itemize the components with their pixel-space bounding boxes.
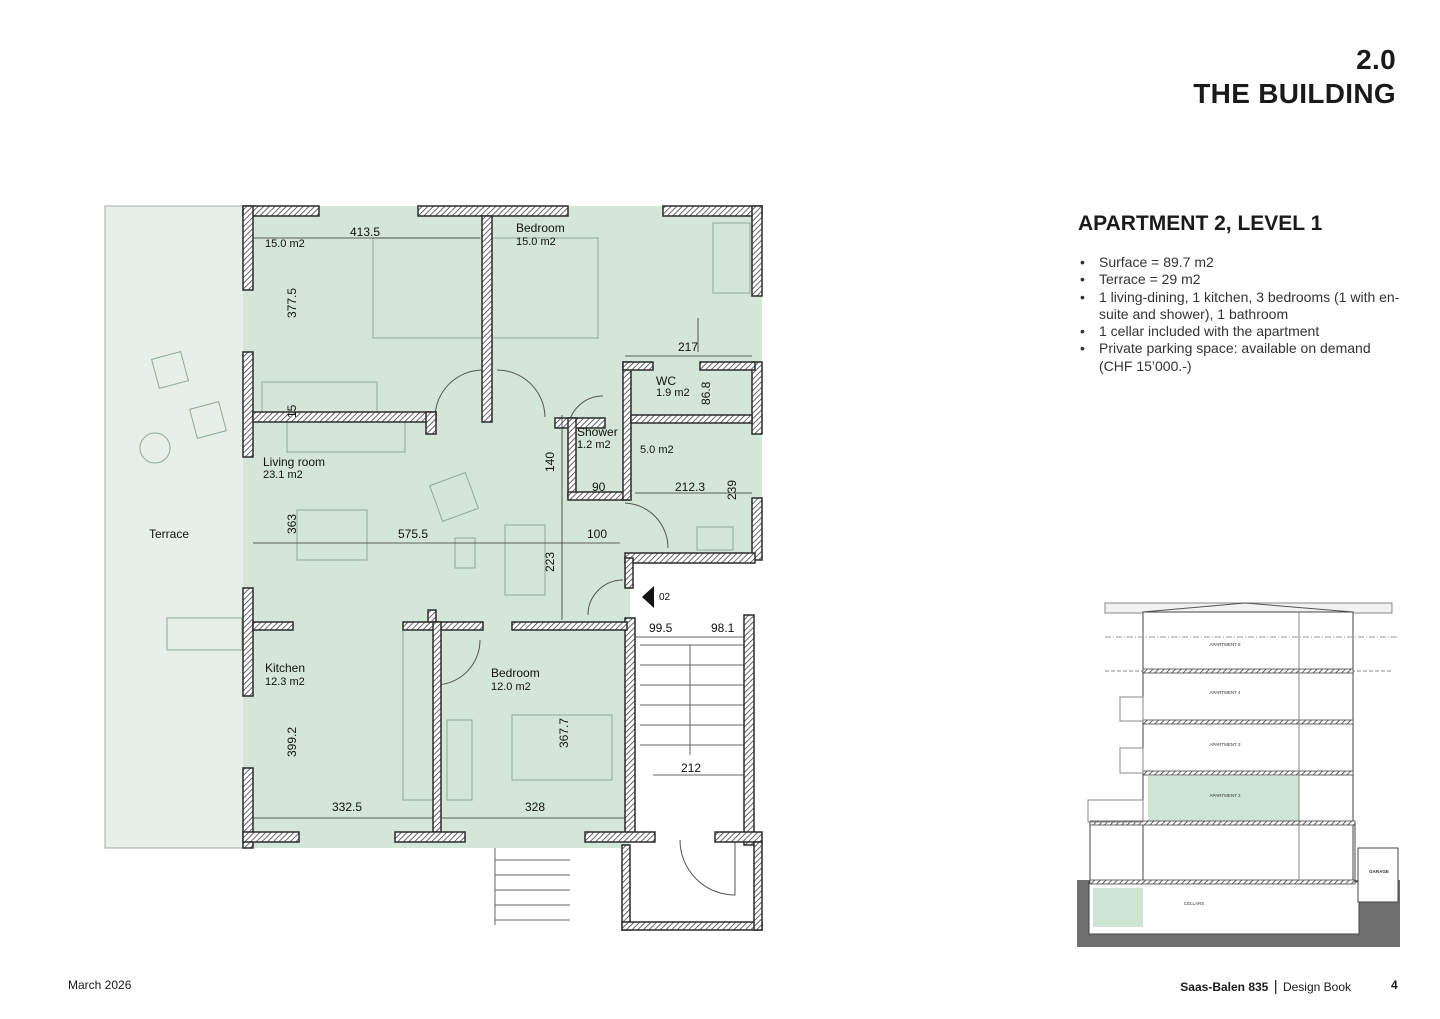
room-name: Terrace xyxy=(149,527,189,541)
dim-377-5: 377.5 xyxy=(285,288,299,318)
section-title: THE BUILDING xyxy=(1193,78,1396,109)
room-name: Shower xyxy=(577,425,618,439)
footer-book: Design Book xyxy=(1282,980,1351,994)
fact-item: 1 cellar included with the apartment xyxy=(1080,323,1400,341)
apartment-area xyxy=(243,206,762,848)
walls xyxy=(242,205,763,931)
dim-86-8: 86.8 xyxy=(699,381,713,405)
dimension-lines xyxy=(253,237,752,819)
dim-217: 217 xyxy=(678,340,698,354)
footer-project-name: Saas-Balen 835 xyxy=(1180,980,1269,994)
dim-575-5: 575.5 xyxy=(398,527,428,541)
room-area: 12.3 m2 xyxy=(265,676,305,688)
room-area: 12.0 m2 xyxy=(491,681,531,693)
footer-date: March 2026 xyxy=(68,978,132,992)
section-marker-arrow xyxy=(642,586,654,608)
dim-239: 239 xyxy=(725,480,739,500)
room-name: Living room xyxy=(263,455,325,469)
room-area: 15.0 m2 xyxy=(516,236,556,248)
room-area: 23.1 m2 xyxy=(263,469,303,481)
fact-item: Private parking space: available on dema… xyxy=(1080,340,1400,375)
fact-item: 1 living-dining, 1 kitchen, 3 bedrooms (… xyxy=(1080,289,1400,324)
page-number: 4 xyxy=(1391,978,1398,992)
footer-project: Saas-Balen 835 | Design Book xyxy=(1180,978,1351,995)
dim-223: 223 xyxy=(543,552,557,572)
dim-15: 15 xyxy=(285,404,299,418)
room-area: 15.0 m2 xyxy=(265,238,305,250)
apartment-facts: Surface = 89.7 m2 Terrace = 29 m2 1 livi… xyxy=(1080,254,1400,375)
dim-99-5: 99.5 xyxy=(649,621,673,635)
dim-413-5: 413.5 xyxy=(350,225,380,239)
room-name: WC xyxy=(656,374,676,388)
section-number: 2.0 xyxy=(1356,44,1396,75)
dim-328: 328 xyxy=(525,800,545,814)
staircase xyxy=(494,644,750,925)
room-name: Bedroom xyxy=(491,666,540,680)
door-swings xyxy=(434,318,736,896)
dim-332-5: 332.5 xyxy=(332,800,362,814)
dim-90: 90 xyxy=(592,480,606,494)
dim-212-3: 212.3 xyxy=(675,480,705,494)
dim-212: 212 xyxy=(681,761,701,775)
room-name: Bedroom xyxy=(516,221,565,235)
room-area: 1.9 m2 xyxy=(656,387,690,399)
apartment-title: APARTMENT 2, LEVEL 1 xyxy=(1078,212,1323,235)
dim-399-2: 399.2 xyxy=(285,727,299,757)
section-marker-label: 02 xyxy=(659,592,671,603)
room-area: 5.0 m2 xyxy=(640,444,674,456)
dim-100: 100 xyxy=(587,527,607,541)
room-name: Kitchen xyxy=(265,661,305,675)
dim-140: 140 xyxy=(543,452,557,472)
dim-98-1: 98.1 xyxy=(711,621,735,635)
footer-separator: | xyxy=(1273,978,1278,995)
fact-item: Surface = 89.7 m2 xyxy=(1080,254,1400,272)
room-area: 1.2 m2 xyxy=(577,439,611,451)
dim-367-7: 367.7 xyxy=(557,718,571,748)
dim-363: 363 xyxy=(285,514,299,534)
fact-item: Terrace = 29 m2 xyxy=(1080,271,1400,289)
